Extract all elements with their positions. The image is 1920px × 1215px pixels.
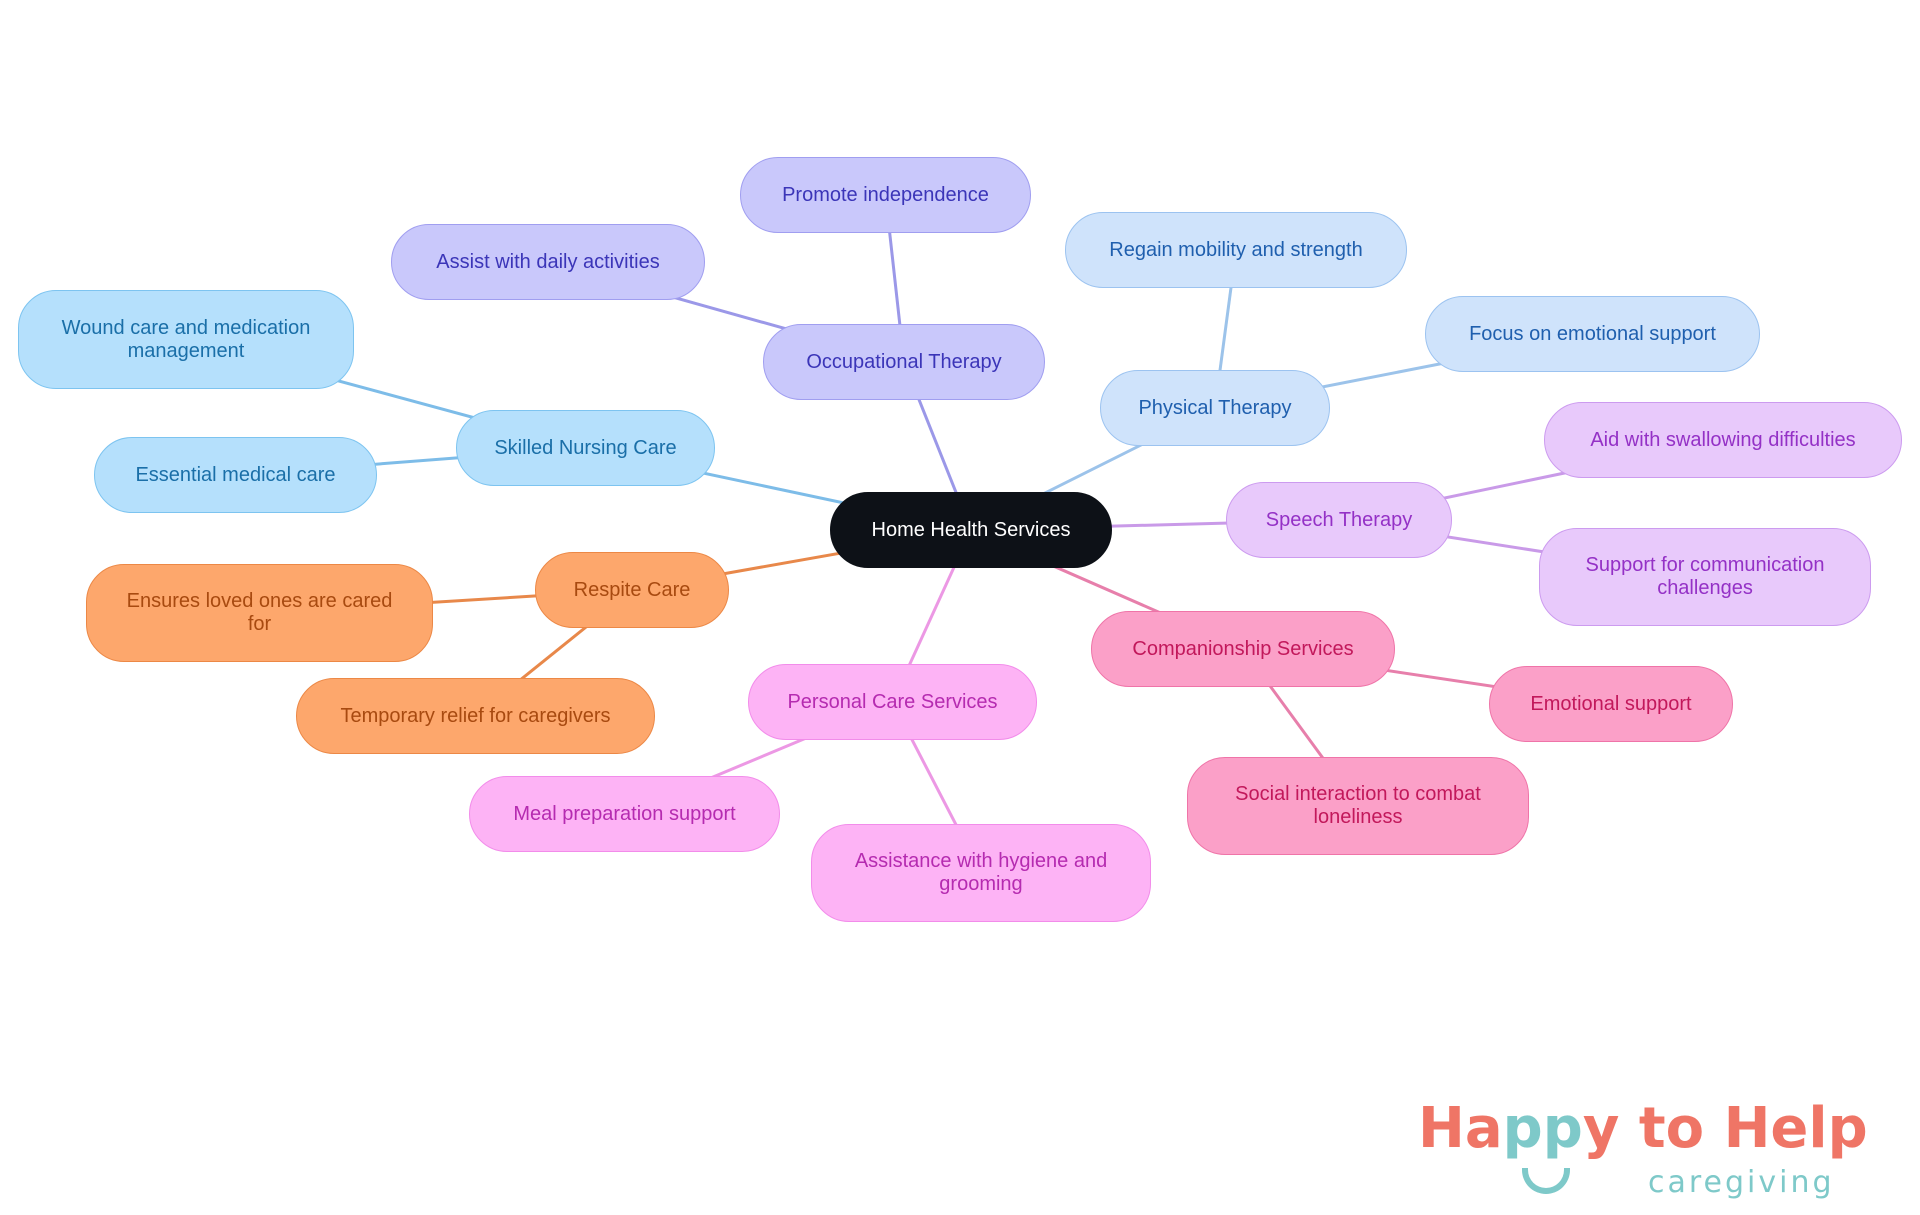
leaf-node-aid-label: Aid with swallowing difficulties	[1590, 428, 1856, 451]
branch-node-companion[interactable]: Companionship Services	[1091, 611, 1395, 687]
logo-text: Happy to Help	[1418, 1096, 1868, 1161]
branch-node-respite-label: Respite Care	[573, 578, 691, 601]
leaf-node-meal-label: Meal preparation support	[513, 802, 736, 825]
branch-node-pt[interactable]: Physical Therapy	[1100, 370, 1330, 446]
leaf-node-temporary-label: Temporary relief for caregivers	[340, 704, 611, 727]
branch-node-personal[interactable]: Personal Care Services	[748, 664, 1037, 740]
branch-node-pt-label: Physical Therapy	[1138, 396, 1292, 419]
leaf-node-wound[interactable]: Wound care and medication management	[18, 290, 354, 389]
leaf-node-social[interactable]: Social interaction to combat loneliness	[1187, 757, 1529, 855]
branch-node-respite[interactable]: Respite Care	[535, 552, 729, 628]
branch-node-skilled[interactable]: Skilled Nursing Care	[456, 410, 715, 486]
branch-node-speech[interactable]: Speech Therapy	[1226, 482, 1452, 558]
leaf-node-essential[interactable]: Essential medical care	[94, 437, 377, 513]
happy-to-help-logo: Happy to Help caregiving	[1418, 1100, 1898, 1210]
branch-node-ot[interactable]: Occupational Therapy	[763, 324, 1045, 400]
branch-node-personal-label: Personal Care Services	[787, 690, 998, 713]
root-node-home-health-services[interactable]: Home Health Services	[830, 492, 1112, 568]
leaf-node-aid[interactable]: Aid with swallowing difficulties	[1544, 402, 1902, 478]
leaf-node-ensures[interactable]: Ensures loved ones are cared for	[86, 564, 433, 662]
leaf-node-assist-label: Assist with daily activities	[436, 250, 660, 273]
leaf-node-support-label: Support for communication challenges	[1585, 554, 1825, 599]
leaf-node-assist[interactable]: Assist with daily activities	[391, 224, 705, 300]
leaf-node-regain[interactable]: Regain mobility and strength	[1065, 212, 1407, 288]
leaf-node-support[interactable]: Support for communication challenges	[1539, 528, 1871, 626]
leaf-node-wound-label: Wound care and medication management	[61, 316, 311, 362]
root-node-home-health-services-label: Home Health Services	[871, 518, 1071, 541]
leaf-node-regain-label: Regain mobility and strength	[1109, 238, 1363, 261]
leaf-node-hygiene[interactable]: Assistance with hygiene and grooming	[811, 824, 1151, 922]
leaf-node-promote-label: Promote independence	[782, 183, 989, 206]
leaf-node-emotional[interactable]: Emotional support	[1489, 666, 1733, 742]
leaf-node-focus-label: Focus on emotional support	[1469, 322, 1716, 345]
leaf-node-ensures-label: Ensures loved ones are cared for	[126, 590, 393, 635]
branch-node-speech-label: Speech Therapy	[1265, 508, 1413, 531]
branch-node-ot-label: Occupational Therapy	[806, 350, 1002, 373]
leaf-node-meal[interactable]: Meal preparation support	[469, 776, 780, 852]
branch-node-companion-label: Companionship Services	[1132, 637, 1354, 660]
leaf-node-essential-label: Essential medical care	[135, 463, 336, 486]
leaf-node-focus[interactable]: Focus on emotional support	[1425, 296, 1760, 372]
leaf-node-temporary[interactable]: Temporary relief for caregivers	[296, 678, 655, 754]
leaf-node-social-label: Social interaction to combat loneliness	[1235, 783, 1481, 828]
branch-node-skilled-label: Skilled Nursing Care	[494, 436, 677, 459]
leaf-node-hygiene-label: Assistance with hygiene and grooming	[854, 850, 1108, 895]
leaf-node-promote[interactable]: Promote independence	[740, 157, 1031, 233]
smile-icon	[1522, 1168, 1570, 1194]
logo-subtitle: caregiving	[1648, 1165, 1835, 1200]
leaf-node-emotional-label: Emotional support	[1530, 692, 1692, 715]
